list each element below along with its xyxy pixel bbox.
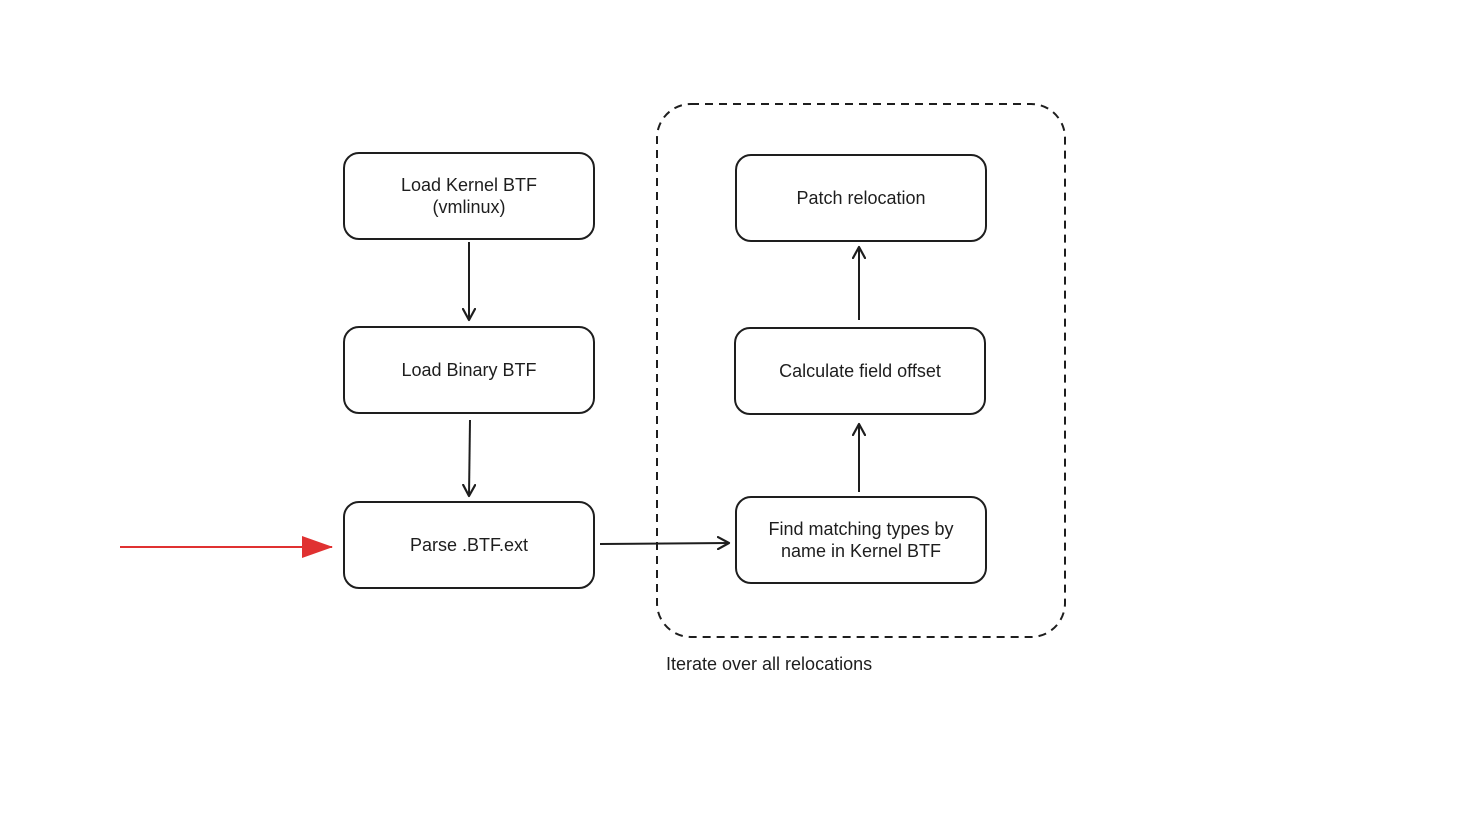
node-load-binary-btf-label: Load Binary BTF	[401, 360, 537, 380]
node-load-kernel-btf-line1: Load Kernel BTF	[400, 175, 538, 195]
node-find-matching-types-line1: Find matching types by	[768, 519, 954, 539]
node-find-matching-types-line2: name in Kernel BTF	[780, 541, 942, 561]
node-find-matching-types: Find matching types by name in Kernel BT…	[735, 496, 987, 584]
node-load-kernel-btf: Load Kernel BTF (vmlinux)	[343, 152, 595, 240]
node-calculate-field-offset: Calculate field offset	[734, 327, 986, 415]
node-load-kernel-btf-line2: (vmlinux)	[432, 197, 506, 217]
node-calculate-field-offset-label: Calculate field offset	[779, 361, 941, 381]
node-patch-relocation-label: Patch relocation	[796, 188, 926, 208]
relocation-loop-label: Iterate over all relocations	[666, 654, 873, 674]
relocation-loop-group-border	[656, 103, 1066, 638]
node-parse-btf-ext-label: Parse .BTF.ext	[409, 535, 529, 555]
node-parse-btf-ext: Parse .BTF.ext	[343, 501, 595, 589]
arrow-binary-to-parse	[469, 419, 470, 496]
node-load-binary-btf: Load Binary BTF	[343, 326, 595, 414]
arrow-parse-to-find	[599, 543, 729, 544]
node-patch-relocation: Patch relocation	[735, 154, 987, 242]
